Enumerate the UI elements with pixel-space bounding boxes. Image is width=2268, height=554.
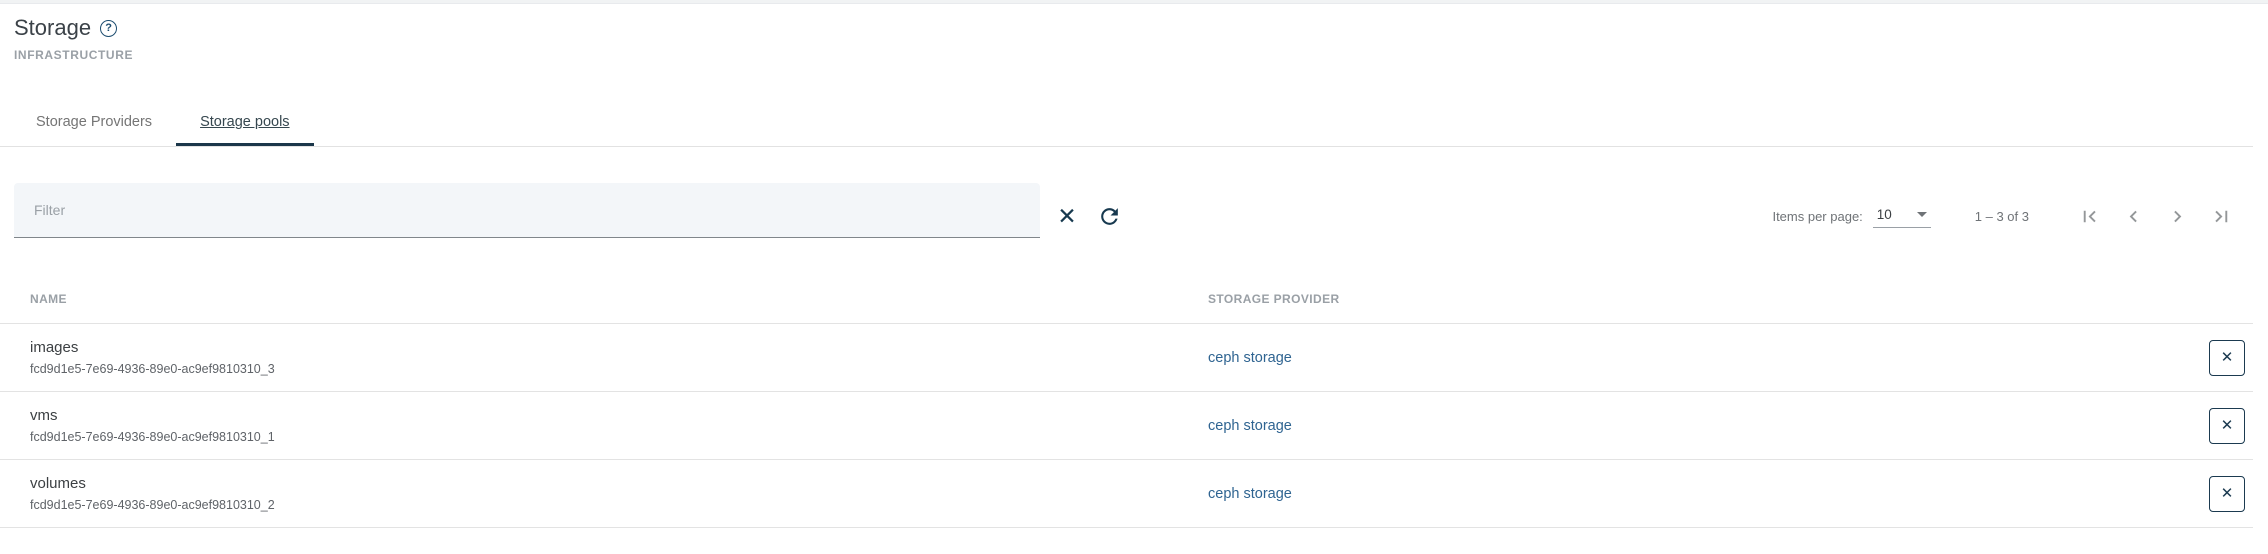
table-row: volumes fcd9d1e5-7e69-4936-89e0-ac9ef981… [0,460,2253,528]
delete-pool-button[interactable]: ✕ [2209,407,2245,444]
page-title: Storage [14,15,92,40]
pool-name: volumes [30,475,86,492]
storage-provider-link[interactable]: ceph storage [1208,349,1292,366]
last-page-button[interactable] [2209,204,2233,228]
tab-bar: Storage Providers Storage pools [0,98,2253,147]
tab-storage-providers[interactable]: Storage Providers [12,98,176,146]
row-actions: ✕ [2209,407,2253,444]
close-icon: ✕ [2220,485,2234,502]
clear-filter-button[interactable]: ✕ [1052,201,1082,231]
table-row: vms fcd9d1e5-7e69-4936-89e0-ac9ef9810310… [0,392,2253,460]
column-header-name: NAME [30,291,67,306]
storage-provider-link[interactable]: ceph storage [1208,417,1292,434]
close-icon: ✕ [2220,349,2234,366]
provider-cell: ceph storage [1208,350,2209,366]
chevron-right-icon [2173,210,2181,222]
row-actions: ✕ [2209,475,2253,512]
chevron-left-icon [2129,210,2137,222]
filter-toolbar: ✕ Items per page: 10 1 – 3 of 3 [14,183,2233,238]
filter-field [14,183,1040,238]
help-icon[interactable]: ? [100,19,118,37]
pool-name: vms [30,407,58,424]
last-page-icon [2214,210,2227,222]
storage-pools-table: NAME STORAGE PROVIDER images fcd9d1e5-7e… [0,274,2253,528]
refresh-icon [1100,207,1118,225]
page-size-value: 10 [1876,206,1892,222]
provider-cell: ceph storage [1208,486,2209,502]
table-row: images fcd9d1e5-7e69-4936-89e0-ac9ef9810… [0,324,2253,392]
top-edge-strip [0,0,2268,4]
page-size-select[interactable]: 10 [1872,205,1931,228]
close-icon: ✕ [2220,417,2234,434]
filter-input[interactable] [14,183,1040,237]
pool-name-cell: images fcd9d1e5-7e69-4936-89e0-ac9ef9810… [0,339,1208,376]
tab-label: Storage pools [200,114,290,130]
delete-pool-button[interactable]: ✕ [2209,475,2245,512]
breadcrumb-section-label: INFRASTRUCTURE [14,48,134,62]
pool-name-cell: volumes fcd9d1e5-7e69-4936-89e0-ac9ef981… [0,475,1208,512]
pool-id: fcd9d1e5-7e69-4936-89e0-ac9ef9810310_2 [30,498,275,512]
column-header-storage-provider: STORAGE PROVIDER [1208,291,1340,306]
caret-down-icon [1916,211,1927,217]
first-page-button[interactable] [2077,204,2101,228]
delete-pool-button[interactable]: ✕ [2209,339,2245,376]
refresh-button[interactable] [1094,201,1124,231]
close-icon: ✕ [1057,202,1077,229]
paginator-range-label: 1 – 3 of 3 [1974,208,2029,224]
pool-name-cell: vms fcd9d1e5-7e69-4936-89e0-ac9ef9810310… [0,407,1208,444]
paginator: Items per page: 10 1 – 3 of 3 [1772,204,2233,228]
tab-storage-pools[interactable]: Storage pools [176,98,315,146]
table-header-row: NAME STORAGE PROVIDER [0,274,2253,324]
row-actions: ✕ [2209,339,2253,376]
paginator-nav [2057,204,2233,228]
page-header: Storage ? INFRASTRUCTURE [0,4,2253,62]
pool-id: fcd9d1e5-7e69-4936-89e0-ac9ef9810310_3 [30,362,275,376]
items-per-page-label: Items per page: [1772,208,1863,224]
storage-page: Storage ? INFRASTRUCTURE Storage Provide… [0,4,2253,528]
pool-id: fcd9d1e5-7e69-4936-89e0-ac9ef9810310_1 [30,430,275,444]
provider-cell: ceph storage [1208,418,2209,434]
previous-page-button[interactable] [2121,204,2145,228]
tab-label: Storage Providers [36,114,153,130]
pool-name: images [30,339,79,356]
storage-provider-link[interactable]: ceph storage [1208,485,1292,502]
first-page-icon [2083,210,2096,222]
next-page-button[interactable] [2165,204,2189,228]
